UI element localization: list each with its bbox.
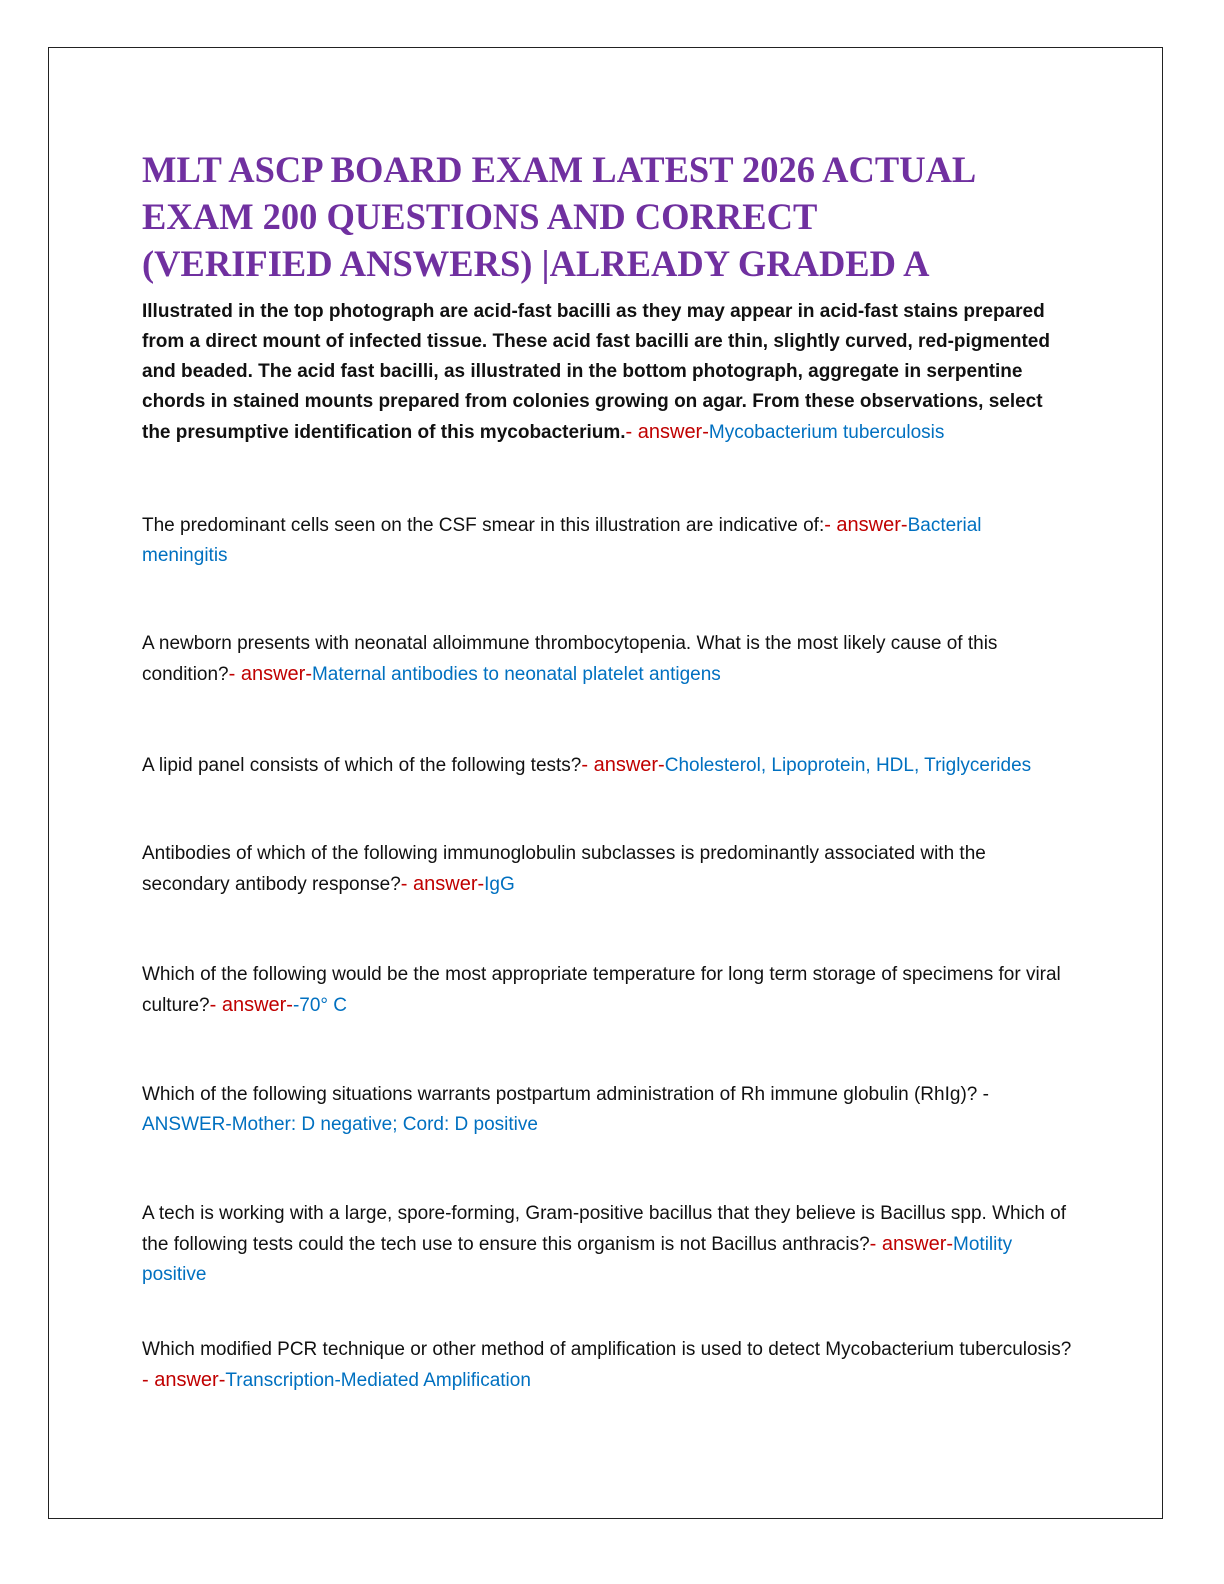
title-line: EXAM 200 QUESTIONS AND CORRECT	[142, 196, 818, 237]
answer-separator: - answer-	[869, 1233, 954, 1255]
question-text: Which of the following would be the most…	[142, 964, 1061, 1016]
answer-text: Maternal antibodies to neonatal platelet…	[311, 664, 721, 685]
qa-item-8: A tech is working with a large, spore-fo…	[142, 1199, 1072, 1290]
question-text: Which modified PCR technique or other me…	[142, 1339, 1072, 1360]
qa-item-7: Which of the following situations warran…	[142, 1080, 1072, 1140]
question-text: Illustrated in the top photograph are ac…	[142, 301, 1050, 443]
answer-text: Transcription-Mediated Amplification	[225, 1370, 531, 1391]
page-border	[48, 47, 1163, 1519]
answer-text: Motility positive	[142, 1234, 1013, 1285]
qa-item-1: Illustrated in the top photograph are ac…	[142, 297, 1072, 448]
answer-separator: - answer-	[142, 1369, 226, 1391]
answer-separator: - answer-	[625, 421, 709, 443]
answer-text: IgG	[484, 874, 515, 895]
answer-text: ANSWER-Mother: D negative; Cord: D posit…	[142, 1114, 538, 1135]
qa-item-6: Which of the following would be the most…	[142, 960, 1072, 1021]
question-text: A lipid panel consists of which of the f…	[142, 755, 582, 776]
question-text: A newborn presents with neonatal alloimm…	[142, 633, 998, 685]
answer-text: Cholesterol, Lipoprotein, HDL, Triglycer…	[664, 755, 1032, 776]
question-text: Which of the following situations warran…	[142, 1084, 989, 1105]
qa-item-5: Antibodies of which of the following imm…	[142, 839, 1072, 900]
answer-separator: - answer-	[581, 754, 665, 776]
answer-separator: - answer-	[209, 994, 293, 1016]
document-body: MLT ASCP BOARD EXAM LATEST 2026 ACTUAL E…	[142, 146, 1072, 1396]
answer-separator: - answer-	[400, 873, 485, 895]
answer-separator: - answer-	[824, 514, 908, 536]
title-line: (VERIFIED ANSWERS) |ALREADY GRADED A	[142, 243, 930, 284]
qa-item-9: Which modified PCR technique or other me…	[142, 1335, 1072, 1396]
qa-item-4: A lipid panel consists of which of the f…	[142, 750, 1072, 781]
question-text: Antibodies of which of the following imm…	[142, 843, 986, 895]
qa-item-2: The predominant cells seen on the CSF sm…	[142, 510, 1072, 571]
answer-text: -70° C	[292, 995, 348, 1016]
question-text: A tech is working with a large, spore-fo…	[142, 1203, 1067, 1255]
qa-item-3: A newborn presents with neonatal alloimm…	[142, 629, 1072, 690]
document-title: MLT ASCP BOARD EXAM LATEST 2026 ACTUAL E…	[142, 146, 1072, 287]
answer-text: Bacterial meningitis	[142, 515, 982, 566]
question-text: The predominant cells seen on the CSF sm…	[142, 515, 825, 536]
answer-text: Mycobacterium tuberculosis	[708, 422, 945, 443]
title-line: MLT ASCP BOARD EXAM LATEST 2026 ACTUAL	[142, 149, 977, 190]
answer-separator: - answer-	[228, 663, 312, 685]
